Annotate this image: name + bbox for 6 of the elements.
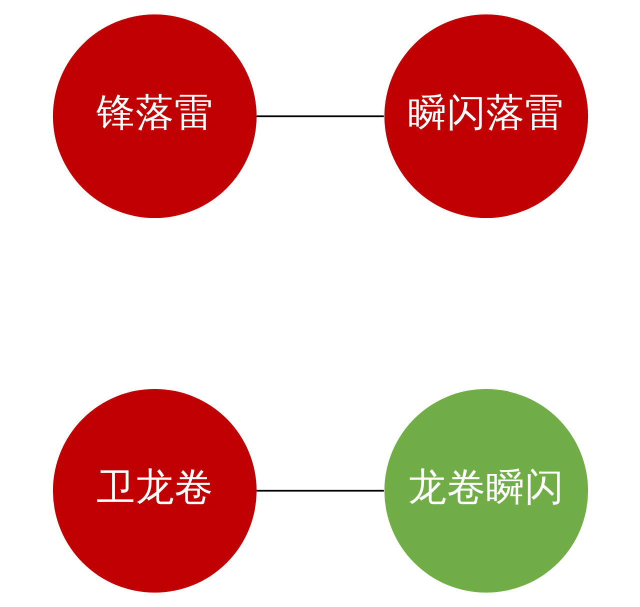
node-circle: 瞬闪落雷	[384, 14, 588, 218]
node-circle: 锋落雷	[52, 14, 256, 218]
node-circle: 龙卷瞬闪	[384, 388, 588, 593]
connector	[256, 490, 384, 492]
node-circle: 卫龙卷	[52, 388, 256, 593]
connector	[256, 115, 384, 118]
